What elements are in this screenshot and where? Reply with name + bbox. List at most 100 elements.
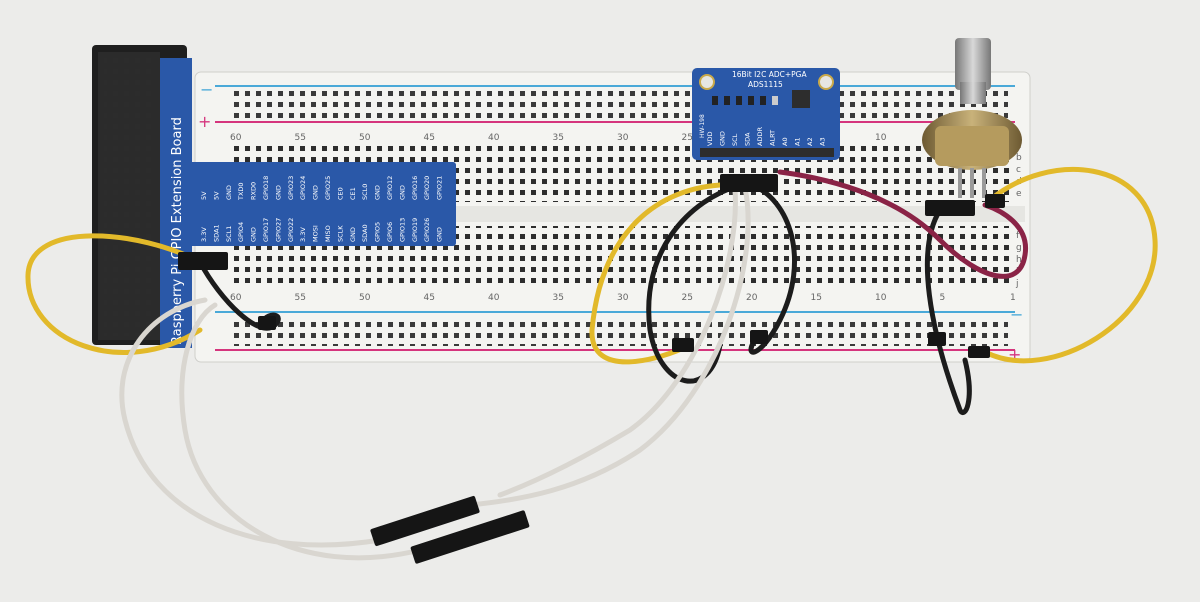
column-number: 10 xyxy=(875,293,887,303)
column-number: 55 xyxy=(295,293,306,303)
column-number: 55 xyxy=(295,133,306,143)
cobbler-pin-label: SCL0 xyxy=(361,184,369,200)
gpio-extension-board: Raspberry Pi GPIO Extension Board xyxy=(92,45,192,348)
top-rail-minus: − xyxy=(200,80,213,99)
black-wire-right xyxy=(924,207,972,415)
black-wire-middle-2 xyxy=(748,182,797,355)
cobbler-pin-label: GPIO26 xyxy=(423,218,431,242)
cobbler-pin-label: GPIO25 xyxy=(324,176,332,200)
white-wire-4 xyxy=(179,302,423,561)
cobbler-pin-label: GND xyxy=(250,227,258,242)
adc-pin-label: A1 xyxy=(794,137,802,146)
row-letter: b xyxy=(1016,153,1022,163)
cobbler-pin-label: GPIO23 xyxy=(287,176,295,200)
column-number: 40 xyxy=(488,133,500,143)
column-number: 25 xyxy=(682,133,693,143)
cobbler-pin-label: CE0 xyxy=(336,187,344,200)
row-letter: f xyxy=(1016,231,1020,241)
cobbler-pin-label: GND xyxy=(436,227,444,242)
yellow-wire-left xyxy=(25,233,203,355)
cobbler-pin-label: SCL1 xyxy=(225,226,233,242)
column-number: 50 xyxy=(359,293,371,303)
column-number: 35 xyxy=(553,133,564,143)
cobbler-pin-label: 3.3V xyxy=(200,227,208,242)
column-number: 5 xyxy=(940,293,946,303)
cobbler-pin-label: GPIO16 xyxy=(411,176,419,200)
adc-pin-label: ALRT xyxy=(769,130,777,146)
cobbler-pin-label: GPIO5 xyxy=(374,222,382,242)
cobbler-pin-label: GND xyxy=(374,185,382,200)
adc-model: HW-198 xyxy=(699,114,706,138)
cobbler-pin-label: MOSI xyxy=(312,225,320,242)
column-number: 60 xyxy=(230,133,242,143)
adc-pin-label: GND xyxy=(719,131,727,146)
cobbler-pin-label: CE1 xyxy=(349,187,357,200)
cobbler-pin-label: SCLK xyxy=(336,225,344,242)
column-number: 20 xyxy=(746,293,758,303)
cobbler-pin-label: 5V xyxy=(212,191,220,200)
cobbler-pin-label: SDA1 xyxy=(212,224,220,242)
cobbler-pin-label: GPIO22 xyxy=(287,218,295,242)
row-letter: h xyxy=(1016,255,1022,265)
cobbler-pin-label: GPIO18 xyxy=(262,176,270,200)
wires xyxy=(25,166,1158,561)
yellow-wire-middle xyxy=(589,182,723,365)
column-number: 30 xyxy=(617,293,629,303)
cobbler-pin-label: MISO xyxy=(324,225,332,242)
column-number: 60 xyxy=(230,293,242,303)
bottom-rail-minus: − xyxy=(1010,305,1023,324)
cobbler-pin-label: GPIO6 xyxy=(386,222,394,242)
cobbler-pin-label: GPIO4 xyxy=(237,222,245,242)
cobbler-pin-label: GPIO20 xyxy=(423,176,431,200)
cobbler-pin-label: SDA0 xyxy=(361,224,369,242)
column-number: 15 xyxy=(811,293,822,303)
cobbler-pin-label: GPIO12 xyxy=(386,176,394,200)
cobbler-pin-label: 3.3V xyxy=(299,227,307,242)
adc-pin-label: A2 xyxy=(806,137,814,146)
adc-smd-parts xyxy=(712,96,778,105)
jumper-connectors xyxy=(178,174,1005,564)
potentiometer xyxy=(922,38,1022,198)
extension-board-title: Raspberry Pi GPIO Extension Board xyxy=(170,117,185,345)
cobbler-pin-label: GND xyxy=(225,185,233,200)
column-number: 45 xyxy=(424,293,435,303)
cobbler-pin-label: GND xyxy=(349,227,357,242)
row-letter: c xyxy=(1016,165,1021,175)
column-number: 50 xyxy=(359,133,371,143)
adc-pin-label: A0 xyxy=(781,137,789,146)
adc-chip xyxy=(792,90,810,108)
column-number: 10 xyxy=(875,133,887,143)
cobbler-pin-label: GPIO24 xyxy=(299,176,307,200)
cobbler-pin-label: RXD0 xyxy=(250,182,258,200)
cobbler-pin-label: GND xyxy=(274,185,282,200)
white-wire-1 xyxy=(467,185,751,508)
column-number: 30 xyxy=(617,133,629,143)
cobbler-pin-label: GPIO21 xyxy=(436,176,444,200)
cobbler-pin-label: GND xyxy=(312,185,320,200)
adc-chip-name: ADS1115 xyxy=(748,80,783,89)
cobbler-pin-label: 5V xyxy=(200,191,208,200)
column-number: 45 xyxy=(424,133,435,143)
adc-title: 16Bit I2C ADC+PGA xyxy=(732,70,807,79)
top-rail-plus: + xyxy=(198,112,211,131)
cobbler-pin-label: GPIO19 xyxy=(411,218,419,242)
cobbler-pin-labels-bottom: 5V 5V GND TXD0 RXD0 GPIO18 GND GPIO23 GPIO24 GND G… xyxy=(200,176,444,201)
cobbler-pin-label: GPIO27 xyxy=(274,218,282,242)
row-letter: g xyxy=(1016,243,1022,253)
yellow-wire-right xyxy=(982,166,1158,364)
cobbler-pin-label: GPIO13 xyxy=(398,218,406,242)
white-wire-2 xyxy=(497,187,738,498)
purple-wire xyxy=(777,169,1028,279)
column-number: 1 xyxy=(1010,293,1016,303)
column-number: 25 xyxy=(682,293,693,303)
cobbler-pin-label: TXD0 xyxy=(237,182,245,201)
adc-pin-label: ADDR xyxy=(756,127,764,146)
row-letter: e xyxy=(1016,189,1022,199)
adc-pin-label: A3 xyxy=(819,137,827,146)
